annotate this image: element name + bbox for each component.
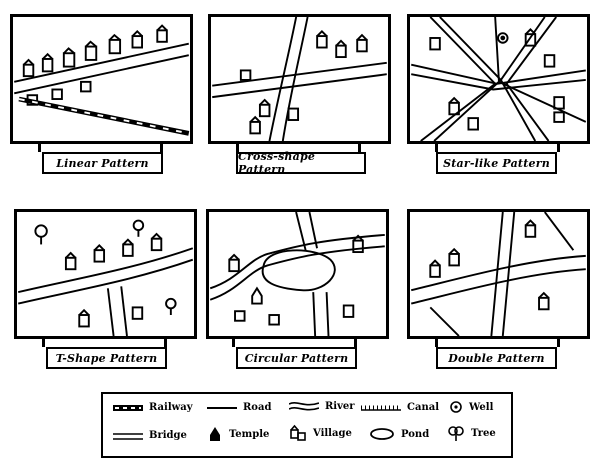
- village-house-icon: [287, 107, 300, 121]
- village-house-icon: [316, 29, 328, 49]
- linear-pattern-map: [14, 24, 190, 136]
- circular-pattern-map: [209, 212, 385, 336]
- t-shape-pattern-map: [18, 219, 194, 336]
- circular-pattern-label: Circular Pattern: [236, 347, 357, 369]
- village-house-icon: [84, 40, 98, 61]
- village-house-icon: [352, 234, 364, 254]
- village-house-icon: [64, 251, 77, 271]
- village-house-icon: [429, 259, 441, 278]
- village-house-icon: [335, 39, 347, 59]
- village-house-icon: [234, 310, 246, 322]
- village-house-icon: [131, 29, 143, 49]
- double-pattern-panel: [407, 209, 590, 339]
- map-legend: Railway Road River Canal Well Bridge Tem…: [101, 392, 513, 458]
- t-shape-pattern-label: T-Shape Pattern: [46, 347, 167, 369]
- tree-icon: [132, 219, 145, 237]
- well-icon: [497, 32, 509, 44]
- star-like-pattern-panel: [407, 14, 590, 144]
- village-house-icon: [156, 24, 168, 43]
- village-house-icon: [258, 98, 271, 118]
- river-icon: [289, 402, 319, 411]
- village-house-icon: [553, 111, 565, 123]
- well-icon: [450, 401, 462, 413]
- village-house-icon: [524, 219, 537, 238]
- road-icon: [207, 406, 237, 409]
- tree-icon: [448, 426, 464, 441]
- legend-river: River: [289, 400, 355, 412]
- village-house-icon: [80, 80, 92, 93]
- circular-pattern-panel: [206, 209, 389, 339]
- linear-pattern-panel: [10, 14, 193, 144]
- village-house-icon: [356, 33, 368, 53]
- bridge-icon: [113, 432, 143, 440]
- t-shape-pattern-panel: [14, 209, 197, 339]
- legend-pond: Pond: [369, 427, 429, 441]
- legend-village: Village: [289, 424, 352, 442]
- double-pattern-label: Double Pattern: [436, 347, 557, 369]
- star-like-pattern-label: Star-like Pattern: [436, 152, 557, 174]
- village-house-icon: [553, 96, 565, 110]
- village-house-icon: [467, 117, 479, 131]
- cross-shape-pattern-map: [212, 17, 387, 141]
- village-house-icon: [62, 47, 76, 68]
- linear-pattern-label: Linear Pattern: [42, 152, 163, 174]
- village-house-icon: [249, 115, 261, 135]
- village-house-icon: [429, 37, 441, 51]
- railway-line: [18, 96, 190, 136]
- legend-road: Road: [207, 402, 271, 413]
- village-house-icon: [448, 247, 460, 267]
- pond-shape: [261, 249, 336, 292]
- legend-tree: Tree: [447, 424, 496, 442]
- village-house-icon: [150, 232, 163, 252]
- legend-temple: Temple: [207, 426, 269, 442]
- village-house-icon: [342, 304, 355, 318]
- tree-icon: [34, 224, 48, 245]
- temple-icon: [251, 286, 263, 305]
- village-icon: [290, 424, 306, 441]
- village-house-icon: [131, 306, 144, 320]
- legend-well: Well: [449, 400, 493, 414]
- cross-shape-pattern-panel: [208, 14, 391, 144]
- railway-icon: [113, 404, 143, 411]
- village-house-icon: [41, 52, 54, 73]
- village-house-icon: [22, 58, 35, 78]
- legend-bridge: Bridge: [113, 430, 187, 441]
- village-house-icon: [93, 244, 106, 263]
- village-house-icon: [543, 54, 556, 68]
- tree-icon: [165, 297, 177, 316]
- village-house-icon: [108, 33, 122, 55]
- double-pattern-map: [411, 212, 586, 336]
- village-house-icon: [51, 88, 63, 100]
- river-bank-bottom: [411, 268, 586, 305]
- cross-shape-pattern-label: Cross-shape Pattern: [236, 150, 366, 176]
- village-house-icon: [448, 96, 460, 116]
- village-house-icon: [239, 69, 252, 81]
- river-bank-top: [411, 254, 586, 292]
- temple-icon: [210, 427, 220, 441]
- pond-icon: [370, 428, 394, 440]
- village-house-icon: [538, 291, 550, 311]
- legend-canal: Canal: [361, 402, 439, 413]
- village-house-icon: [122, 238, 134, 257]
- legend-railway: Railway: [113, 402, 193, 413]
- canal-icon: [361, 405, 401, 411]
- village-house-icon: [228, 253, 240, 273]
- star-like-pattern-map: [411, 17, 587, 141]
- village-house-icon: [78, 308, 90, 328]
- village-house-icon: [268, 314, 280, 326]
- village-house-icon: [524, 28, 537, 47]
